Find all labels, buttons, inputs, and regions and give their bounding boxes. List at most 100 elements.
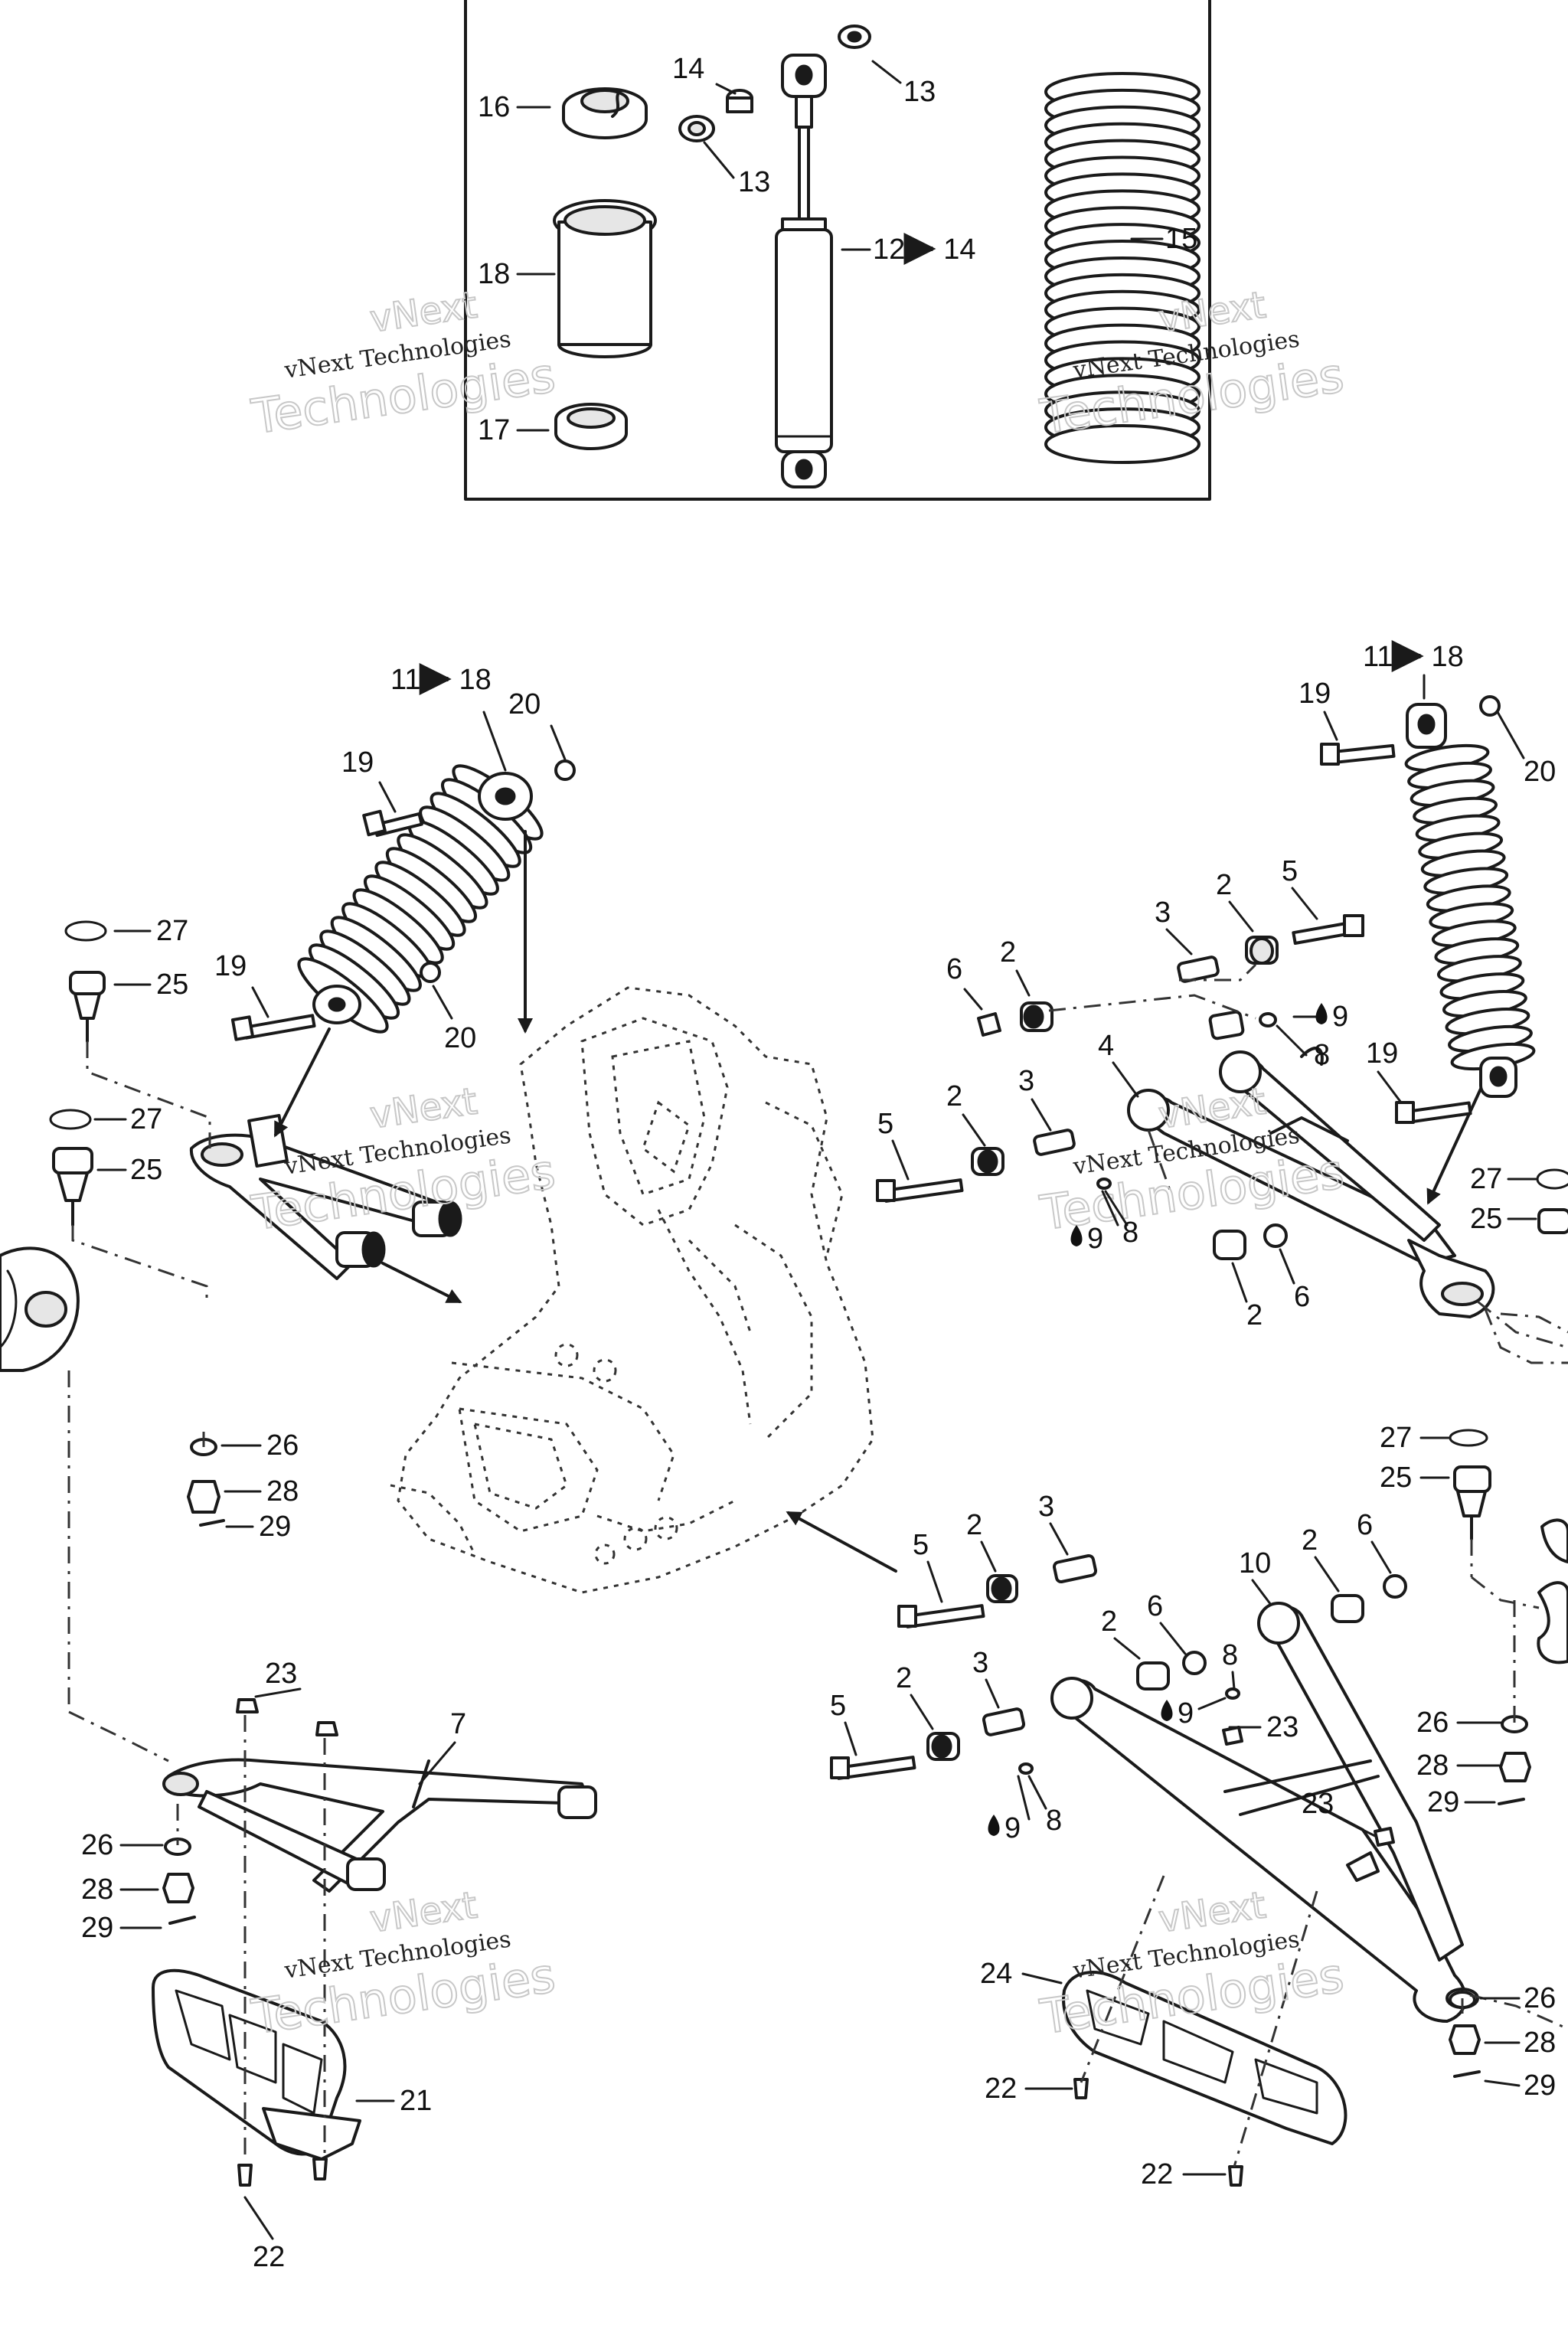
callout-c23-r1: 23 bbox=[1228, 1711, 1298, 1743]
callout-number: 29 bbox=[81, 1912, 113, 1944]
callout-number: 16 bbox=[478, 91, 510, 123]
callout-number: 10 bbox=[1239, 1547, 1271, 1579]
callout-leader bbox=[243, 2196, 274, 2240]
callout-c27-left-a: 27 bbox=[113, 915, 188, 947]
callout-number: 23 bbox=[1266, 1711, 1298, 1743]
callout-number: 9 bbox=[1178, 1697, 1194, 1730]
callout-number: 28 bbox=[266, 1475, 299, 1508]
oil-drop-icon bbox=[988, 1815, 1000, 1836]
callout-c26-left-a: 26 bbox=[220, 1429, 299, 1462]
callout-number: 6 bbox=[1147, 1590, 1163, 1622]
callout-number: 8 bbox=[1046, 1805, 1062, 1837]
callout-number: 2 bbox=[1302, 1524, 1318, 1557]
callout-c5-r1: 5 bbox=[1282, 855, 1318, 920]
callout-number: 2 bbox=[1216, 869, 1232, 901]
callout-leader bbox=[1291, 887, 1318, 920]
callout-number: 11 bbox=[390, 664, 420, 696]
callout-number: 3 bbox=[1038, 1491, 1054, 1523]
callout-c27-right-b: 27 bbox=[1380, 1422, 1450, 1454]
callout-leader bbox=[962, 1113, 986, 1147]
callout-number: 26 bbox=[1416, 1707, 1449, 1739]
inset-box bbox=[464, 0, 1211, 501]
callout-leader bbox=[1346, 1821, 1377, 1838]
callout-c25-left-b: 25 bbox=[96, 1154, 162, 1186]
callout-leader bbox=[910, 1694, 934, 1730]
callout-number: 5 bbox=[830, 1690, 846, 1722]
callout-leader bbox=[1049, 1522, 1069, 1556]
callout-number: 4 bbox=[1098, 1030, 1114, 1062]
callout-number: 13 bbox=[903, 76, 936, 108]
callout-number: 12 bbox=[873, 234, 905, 266]
callout-leader bbox=[550, 724, 567, 761]
callout-leader bbox=[1231, 1671, 1236, 1690]
callout-number: 7 bbox=[450, 1708, 466, 1740]
right-ball-joints bbox=[1449, 1168, 1568, 1664]
callout-number: 27 bbox=[1470, 1163, 1502, 1195]
callout-leader bbox=[1370, 1540, 1392, 1574]
callout-leader bbox=[871, 60, 902, 84]
callout-number: 23 bbox=[265, 1658, 297, 1690]
callout-c29-right-b: 29 bbox=[1484, 2069, 1556, 2102]
oil-drop-icon bbox=[1161, 1700, 1173, 1721]
callout-number: 5 bbox=[1282, 855, 1298, 887]
callout-c29-left-a: 29 bbox=[225, 1511, 291, 1543]
callout-number: 29 bbox=[1524, 2069, 1556, 2102]
callout-number-range-end: 14 bbox=[943, 234, 975, 266]
callout-number: 3 bbox=[1018, 1065, 1034, 1097]
callout-c9-r2: 9 bbox=[1070, 1190, 1119, 1255]
callout-number: 13 bbox=[738, 166, 770, 198]
callout-c19-left-a: 19 bbox=[341, 746, 397, 813]
callout-leader bbox=[1112, 1061, 1139, 1098]
callout-c19-left-b: 19 bbox=[214, 950, 270, 1018]
callout-c8-r2: 8 bbox=[1104, 1190, 1138, 1249]
callout-c28-left-a: 28 bbox=[224, 1475, 299, 1508]
callout-c2-r8: 2 bbox=[896, 1662, 934, 1730]
callout-number: 9 bbox=[1332, 1001, 1348, 1033]
callout-number: 29 bbox=[1427, 1786, 1459, 1818]
callout-number: 2 bbox=[966, 1509, 982, 1541]
callout-number: 6 bbox=[1357, 1509, 1373, 1541]
callout-leader bbox=[1101, 1190, 1119, 1227]
callout-number: 22 bbox=[985, 2073, 1017, 2105]
callout-leader bbox=[1279, 1248, 1295, 1285]
callout-leader bbox=[1314, 1556, 1340, 1592]
callout-c20-right-a: 20 bbox=[1496, 710, 1556, 788]
callout-number: 5 bbox=[877, 1108, 893, 1140]
callout-c2-r5: 2 bbox=[966, 1509, 997, 1573]
spring-seat-part bbox=[562, 87, 648, 139]
callout-c9-r4: 9 bbox=[988, 1775, 1031, 1844]
callout-leader bbox=[432, 985, 453, 1020]
callout-number: 15 bbox=[1165, 223, 1197, 255]
callout-c25-right-a: 25 bbox=[1470, 1203, 1537, 1235]
callout-c28-right-b: 28 bbox=[1484, 2027, 1556, 2059]
callout-number: 25 bbox=[156, 969, 188, 1001]
callout-c4: 4 bbox=[1098, 1030, 1139, 1098]
callout-c2-r7: 2 bbox=[1101, 1606, 1141, 1660]
callout-number: 27 bbox=[130, 1103, 162, 1135]
oil-drop-icon bbox=[1315, 1003, 1328, 1024]
callout-number: 14 bbox=[672, 53, 704, 85]
callout-leader bbox=[1165, 928, 1193, 956]
callout-c7: 7 bbox=[418, 1708, 466, 1785]
callout-c5-r3: 5 bbox=[913, 1529, 943, 1603]
callout-c6-r1: 6 bbox=[946, 953, 983, 1011]
callout-c2-r6: 2 bbox=[1302, 1524, 1340, 1592]
callout-c2-r4: 2 bbox=[1231, 1262, 1263, 1331]
left-shock-assembly bbox=[230, 760, 576, 1041]
callout-leader bbox=[844, 1721, 858, 1756]
callout-number: 29 bbox=[259, 1511, 291, 1543]
callout-leader bbox=[1228, 900, 1254, 933]
callout-number: 22 bbox=[1141, 2158, 1173, 2190]
callout-c6-r4: 6 bbox=[1147, 1590, 1187, 1655]
callout-c5-r2: 5 bbox=[877, 1108, 910, 1181]
callout-leader bbox=[1027, 1775, 1047, 1810]
callout-leader bbox=[1113, 1637, 1141, 1660]
callout-number: 2 bbox=[1000, 936, 1016, 969]
callout-number: 6 bbox=[1294, 1281, 1310, 1313]
callout-c16: 16 bbox=[478, 91, 551, 123]
callout-leader bbox=[251, 986, 270, 1018]
callout-c2-r3: 2 bbox=[946, 1080, 986, 1147]
